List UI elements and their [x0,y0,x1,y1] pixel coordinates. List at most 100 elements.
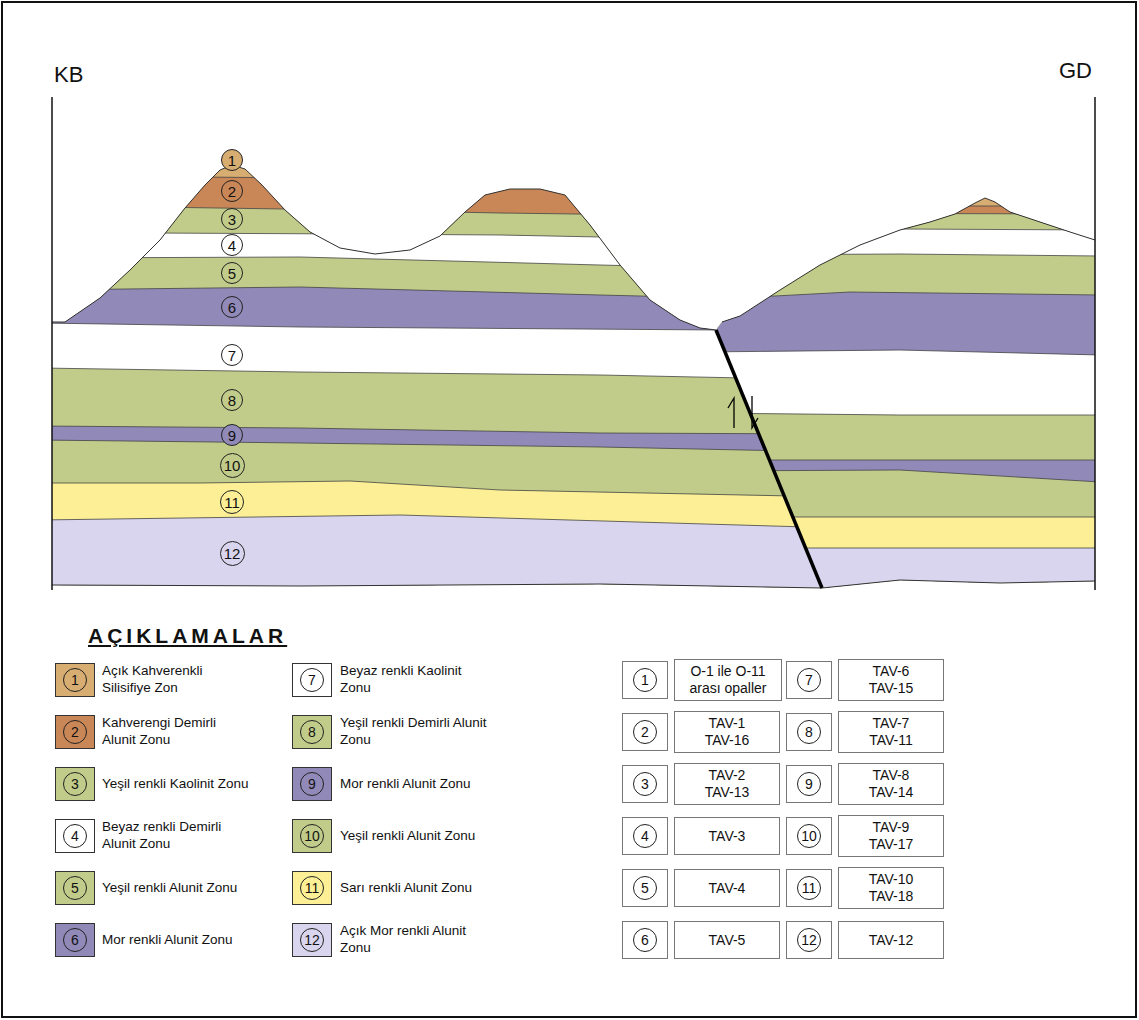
legend-text: Mor renkli Alunit Zonu [102,932,252,949]
zone-number-text: 10 [797,824,821,848]
legend-number: 3 [63,772,87,796]
sample-box: TAV-9 TAV-17 [838,815,944,857]
layer-boundary [0,548,1139,549]
legend-text: Kahverengi Demirli Alunit Zonu [102,715,252,749]
zone-number: 11 [220,490,244,514]
rock-layer [0,0,1139,700]
legend-number: 9 [300,772,324,796]
zone-number-text: 9 [797,772,821,796]
zone-number-text: 11 [224,495,240,510]
left-block [0,0,1139,700]
legend-swatch: 12 [292,923,332,957]
legend-title: AÇIKLAMALAR [88,624,287,648]
legend-swatch: 3 [55,767,95,801]
zone-number: 1 [221,149,243,171]
rock-layer [0,413,1139,700]
rock-layer [0,233,1139,700]
legend-text: Yeşil renkli Kaolinit Zonu [102,776,252,793]
legend-text: Açık Mor renkli Alunit Zonu [340,923,490,957]
sample-number-box: 8 [786,713,832,751]
zone-number-text: 2 [228,184,236,199]
zone-number: 7 [221,344,243,366]
rock-layer [0,350,1139,700]
direction-label: KB [54,62,83,88]
sample-number-box: 10 [786,817,832,855]
section-edge [51,97,53,590]
layer-boundary [0,517,1139,518]
legend-swatch: 1 [55,663,95,697]
sample-box: TAV-1 TAV-16 [674,711,780,753]
legend-text: Beyaz renkli Demirli Alunit Zonu [102,819,252,853]
sample-ids: O-1 ile O-11 arası opaller [680,663,776,697]
zone-number: 12 [220,541,245,566]
zone-number: 2 [221,180,243,202]
rock-layer [0,176,1139,700]
sample-number-box: 11 [786,869,832,907]
sample-box: TAV-5 [674,921,780,959]
zone-number-text: 2 [633,720,657,744]
zone-number-text: 7 [797,668,821,692]
outline [52,584,822,588]
zone-number-text: 1 [633,668,657,692]
sample-number-box: 12 [786,921,832,959]
legend-text: Yeşil renkli Demirli Alunit Zonu [340,715,490,749]
zone-number: 3 [221,208,243,230]
section-edge [1094,97,1096,590]
zone-number-text: 4 [228,238,236,253]
fault-arrows [728,396,758,428]
sample-number-box: 6 [622,921,668,959]
legend-text: Açık Kahverenkli Silisifiye Zon [102,663,252,697]
outline [52,165,716,330]
legend-number: 2 [63,720,87,744]
legend-number: 12 [300,928,324,952]
legend-swatch: 6 [55,923,95,957]
zone-number-text: 5 [228,266,236,281]
zone-number-text: 7 [228,348,236,363]
rock-layer [0,515,1139,700]
zone-number-text: 10 [224,458,241,473]
legend-number: 11 [300,876,324,900]
outline [822,580,1095,588]
legend-swatch: 9 [292,767,332,801]
sample-number-box: 9 [786,765,832,803]
legend-number: 1 [63,668,87,692]
legend-text: Beyaz renkli Kaolinit Zonu [340,663,490,697]
legend-text: Sarı renkli Alunit Zonu [340,880,490,897]
legend-number: 10 [300,824,324,848]
rock-layer [0,206,1139,700]
legend-text: Yeşil renkli Alunit Zonu [102,880,252,897]
zone-number: 4 [221,234,243,256]
sample-number-box: 3 [622,765,668,803]
sample-box: TAV-7 TAV-11 [838,711,944,753]
legend-swatch: 5 [55,871,95,905]
fault-line [716,330,822,588]
layer-boundary [0,213,1139,214]
rock-layer [0,0,1139,700]
rock-layer [0,460,1139,700]
legend-swatch: 10 [292,819,332,853]
legend-number: 7 [300,668,324,692]
zone-number-text: 9 [228,428,236,443]
legend-number: 8 [300,720,324,744]
zone-number-text: 6 [633,928,657,952]
sample-number-box: 2 [622,713,668,751]
zone-number-text: 4 [633,824,657,848]
sample-ids: TAV-7 TAV-11 [863,715,919,749]
zone-number-text: 8 [797,720,821,744]
rock-layer [0,368,1139,700]
right-block [0,0,1139,700]
rock-layer [0,426,1139,700]
zone-number-text: 12 [224,546,241,561]
sample-box: TAV-12 [838,921,944,959]
legend-text: Yeşil renkli Alunit Zonu [340,828,490,845]
legend-swatch: 7 [292,663,332,697]
sample-box: TAV-4 [674,869,780,907]
zone-number-text: 3 [633,772,657,796]
legend-swatch: 11 [292,871,332,905]
legend-swatch: 8 [292,715,332,749]
zone-number-text: 12 [797,928,821,952]
zone-number-text: 6 [228,300,236,315]
sample-ids: TAV-9 TAV-17 [863,819,919,853]
